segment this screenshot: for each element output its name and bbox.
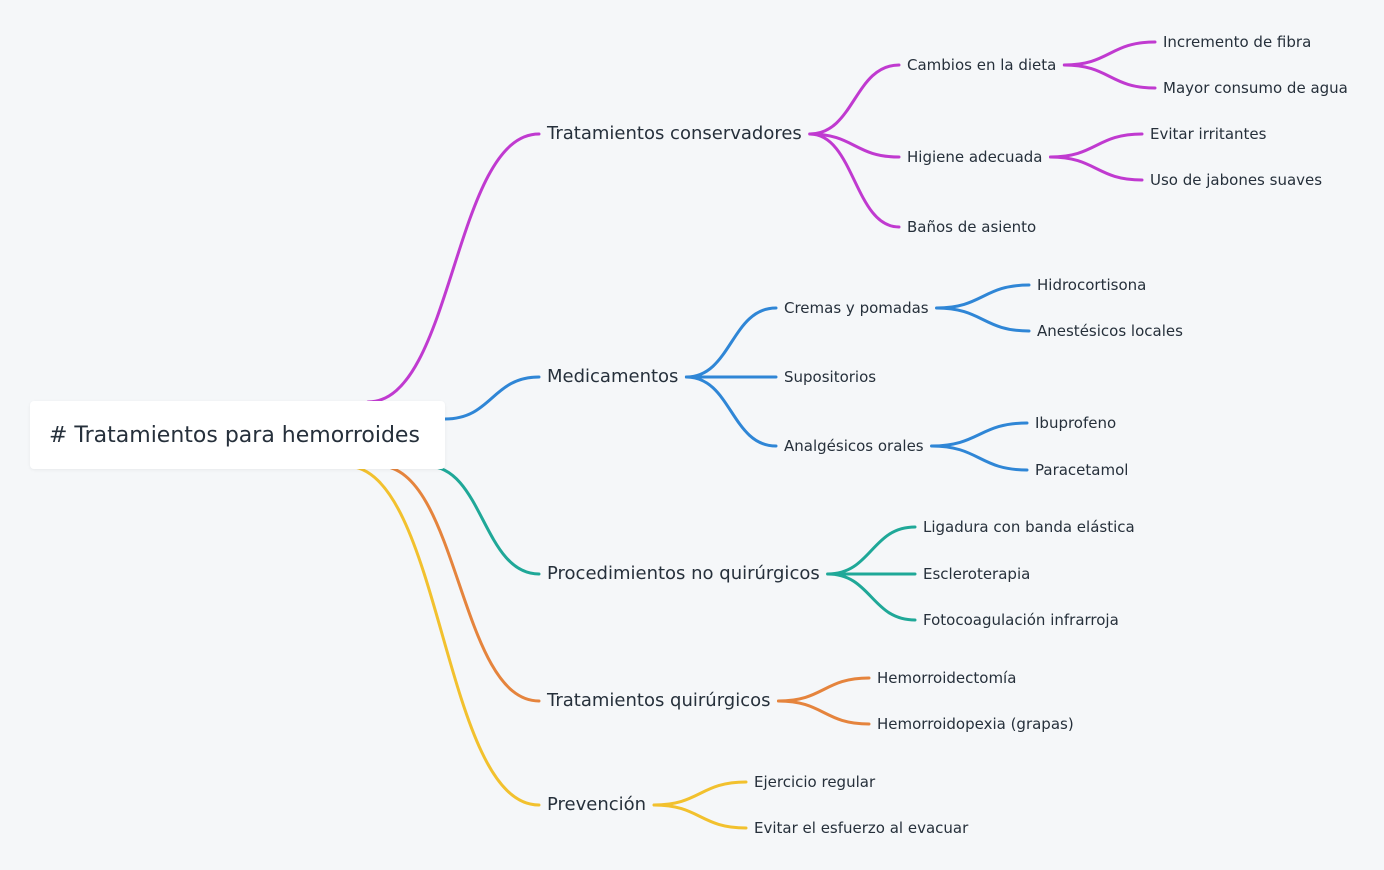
- node-mayor-consumo-de-agua[interactable]: Mayor consumo de agua: [1163, 79, 1348, 97]
- node-paracetamol[interactable]: Paracetamol: [1035, 461, 1129, 479]
- connector-hidrocortisona: [935, 283, 1031, 310]
- connector-ejercicio-regular: [652, 780, 748, 807]
- node-higiene-adecuada[interactable]: Higiene adecuada: [907, 148, 1043, 166]
- node-ligadura-con-banda-elastica[interactable]: Ligadura con banda elástica: [923, 518, 1135, 536]
- node-evitar-el-esfuerzo-al-evacuar[interactable]: Evitar el esfuerzo al evacuar: [754, 819, 969, 837]
- connector-anestesicos-locales: [935, 306, 1031, 333]
- node-cremas-y-pomadas[interactable]: Cremas y pomadas: [784, 299, 929, 317]
- connector-incremento-de-fibra: [1062, 40, 1157, 67]
- node-incremento-de-fibra[interactable]: Incremento de fibra: [1163, 33, 1312, 51]
- branch-tratamientos-quirurgicos[interactable]: Tratamientos quirúrgicos: [547, 690, 771, 711]
- connector-root-prevencion: [344, 464, 541, 807]
- connector-cambios-en-la-dieta: [808, 63, 901, 136]
- connector-root-medicamentos: [443, 375, 541, 421]
- branch-tratamientos-conservadores[interactable]: Tratamientos conservadores: [547, 123, 802, 144]
- node-supositorios[interactable]: Supositorios: [784, 368, 877, 386]
- connector-cremas-y-pomadas: [684, 306, 778, 379]
- root-node-label: # Tratamientos para hemorroides: [49, 422, 420, 448]
- node-hidrocortisona[interactable]: Hidrocortisona: [1037, 276, 1147, 294]
- connector-root-tratamientos-quirurgicos: [377, 464, 541, 703]
- connector-root-tratamientos-conservadores: [366, 132, 541, 404]
- connector-analgesicos-orales: [684, 375, 778, 448]
- node-uso-de-jabones-suaves[interactable]: Uso de jabones suaves: [1150, 171, 1323, 189]
- branch-procedimientos-no-quirurgicos[interactable]: Procedimientos no quirúrgicos: [547, 563, 820, 584]
- connector-ibuprofeno: [930, 421, 1029, 448]
- node-ejercicio-regular[interactable]: Ejercicio regular: [754, 773, 876, 791]
- branch-prevencion[interactable]: Prevención: [547, 794, 647, 815]
- root-node[interactable]: # Tratamientos para hemorroides: [30, 401, 445, 469]
- connector-uso-de-jabones-suaves: [1048, 155, 1144, 182]
- connector-evitar-el-esfuerzo-al-evacuar: [652, 803, 748, 830]
- connector-hemorroidopexia-grapas: [776, 699, 871, 726]
- connector-root-procedimientos-no-quirurgicos: [425, 464, 541, 576]
- node-anestesicos-locales[interactable]: Anestésicos locales: [1037, 322, 1183, 340]
- connector-higiene-adecuada: [808, 132, 901, 159]
- branch-medicamentos[interactable]: Medicamentos: [547, 366, 679, 387]
- connector-mayor-consumo-de-agua: [1062, 63, 1157, 90]
- node-hemorroidopexia-grapas[interactable]: Hemorroidopexia (grapas): [877, 715, 1074, 733]
- node-evitar-irritantes[interactable]: Evitar irritantes: [1150, 125, 1267, 143]
- node-hemorroidectomia[interactable]: Hemorroidectomía: [877, 669, 1017, 687]
- node-cambios-en-la-dieta[interactable]: Cambios en la dieta: [907, 56, 1057, 74]
- connector-fotocoagulacion-infrarroja: [826, 572, 917, 622]
- node-escleroterapia[interactable]: Escleroterapia: [923, 565, 1031, 583]
- node-analgesicos-orales[interactable]: Analgésicos orales: [784, 437, 924, 455]
- node-banos-de-asiento[interactable]: Baños de asiento: [907, 218, 1037, 236]
- connector-paracetamol: [930, 444, 1029, 472]
- node-ibuprofeno[interactable]: Ibuprofeno: [1035, 414, 1117, 432]
- connector-banos-de-asiento: [808, 132, 901, 229]
- connector-ligadura-con-banda-elastica: [826, 525, 917, 576]
- connector-hemorroidectomia: [776, 676, 871, 703]
- node-fotocoagulacion-infrarroja[interactable]: Fotocoagulación infrarroja: [923, 611, 1119, 629]
- connector-evitar-irritantes: [1048, 132, 1144, 159]
